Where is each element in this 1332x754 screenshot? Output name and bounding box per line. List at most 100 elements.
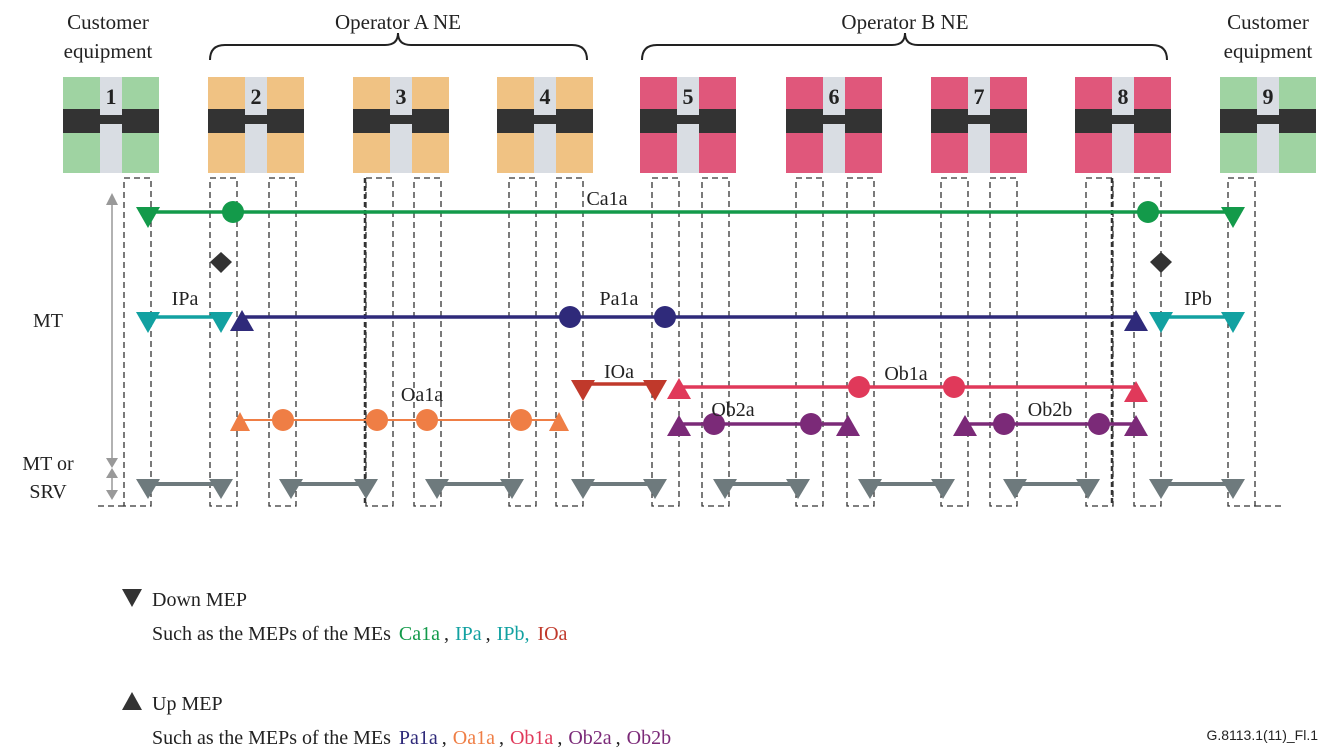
ipb-down-mep-left	[1149, 312, 1173, 333]
ne-number-3: 3	[396, 84, 407, 109]
dash-col	[209, 177, 238, 507]
srv-down-mep	[931, 479, 955, 499]
me-ipa: IPa	[136, 288, 233, 333]
srv-down-mep	[136, 479, 160, 499]
ne-slot-top	[245, 77, 267, 115]
figure-id: G.8113.1(11)_Fl.1	[1206, 727, 1318, 743]
srv-pair-1	[136, 479, 233, 499]
ne-slot-top	[534, 77, 556, 115]
srv-down-mep	[1076, 479, 1100, 499]
level-mt-or-srv-line2: SRV	[29, 481, 67, 503]
dash-col	[123, 177, 152, 507]
dash-col	[651, 177, 680, 507]
ipa-down-mep-left	[136, 312, 160, 333]
ipb-label: IPb	[1184, 288, 1212, 310]
dash-col	[1133, 177, 1162, 507]
ne-slot-top	[677, 77, 699, 115]
operator-b-heading: Operator B NE	[841, 10, 968, 34]
ioa-down-mep-left	[571, 380, 595, 401]
srv-down-mep	[1221, 479, 1245, 499]
ob1a-mip-left	[848, 376, 870, 398]
srv-down-mep	[425, 479, 449, 499]
dash-col	[701, 177, 730, 507]
dash-col	[989, 177, 1018, 507]
ne-number-5: 5	[683, 84, 694, 109]
ne-number-4: 4	[540, 84, 551, 109]
ob1a-up-mep-left	[667, 378, 691, 399]
level-axis-arrow-top	[106, 193, 118, 205]
dash-col	[508, 177, 537, 507]
srv-level-meps	[136, 479, 1245, 499]
operator-a-heading: Operator A NE	[335, 10, 461, 34]
legend-down-ioa: IOa	[537, 623, 567, 645]
dash-col	[413, 177, 442, 507]
oa1a-up-mep-right	[549, 412, 569, 431]
legend-up-title: Up MEP	[152, 693, 223, 715]
srv-down-mep	[500, 479, 524, 499]
dash-col	[795, 177, 824, 507]
me-ioa: IOa	[571, 361, 667, 401]
ob1a-label: Ob1a	[884, 363, 927, 385]
ne-box-1: 1	[63, 77, 159, 173]
pa1a-up-mep-right	[1124, 310, 1148, 331]
me-oa1a: Oa1a	[230, 384, 569, 431]
srv-pair-2	[279, 479, 378, 499]
oa1a-mip-3	[416, 409, 438, 431]
ipa-down-mep-right	[209, 312, 233, 333]
srv-down-mep	[279, 479, 303, 499]
customer-right-heading-line1: Customer	[1227, 10, 1309, 34]
ne-box-8: 8	[1075, 77, 1171, 173]
srv-down-mep	[1149, 479, 1173, 499]
ob2a-mip-left	[703, 413, 725, 435]
legend-down-prefix: Such as the MEPs of the MEs	[152, 623, 391, 645]
me-ipb: IPb	[1149, 288, 1245, 333]
pa1a-up-mep-left	[230, 310, 254, 331]
srv-pair-4	[571, 479, 667, 499]
operator-b-brace	[641, 32, 1168, 61]
mip-diamond-right	[1150, 252, 1172, 273]
ob2b-up-mep-right	[1124, 415, 1148, 436]
legend-up-ob2a: Ob2a	[568, 727, 611, 749]
ne-number-7: 7	[974, 84, 985, 109]
legend-down-mep-icon	[122, 589, 142, 607]
legend-up-ob1a: Ob1a	[510, 727, 553, 749]
srv-down-mep	[858, 479, 882, 499]
ne-slot-bottom	[677, 124, 699, 173]
ne-slot-bottom	[100, 124, 122, 173]
level-axis-arrow-mid2	[106, 468, 118, 478]
ca1a-down-mep-left	[136, 207, 160, 228]
ne-slot-bottom	[534, 124, 556, 173]
oa1a-mip-4	[510, 409, 532, 431]
ob2b-mip-left	[993, 413, 1015, 435]
ne-slot-bottom	[245, 124, 267, 173]
oa1a-mip-2	[366, 409, 388, 431]
srv-pair-6	[858, 479, 955, 499]
ob2a-mip-right	[800, 413, 822, 435]
ne-box-3: 3	[353, 77, 449, 173]
ne-slot-bottom	[390, 124, 412, 173]
pa1a-mip-right	[654, 306, 676, 328]
oa1a-mip-1	[272, 409, 294, 431]
oa1a-label: Oa1a	[401, 384, 443, 406]
customer-left-heading-line1: Customer	[67, 10, 149, 34]
srv-down-mep	[571, 479, 595, 499]
level-axis-arrow-bottom	[106, 490, 118, 500]
me-ob2b: Ob2b	[953, 399, 1148, 436]
ob2b-mip-right	[1088, 413, 1110, 435]
level-mt-or-srv-line1: MT or	[22, 453, 74, 475]
operator-a-brace	[209, 32, 588, 61]
srv-pair-3	[425, 479, 524, 499]
ob2b-label: Ob2b	[1028, 399, 1072, 421]
ne-slot-top	[100, 77, 122, 115]
dash-col	[1085, 177, 1114, 507]
level-axis-arrow-mid	[106, 458, 118, 468]
legend-up-sep3: ,	[557, 727, 562, 749]
ob1a-mip-right	[943, 376, 965, 398]
dash-col	[1227, 177, 1256, 507]
srv-down-mep	[354, 479, 378, 499]
ob2a-up-mep-left	[667, 415, 691, 436]
ioa-label: IOa	[604, 361, 634, 383]
ca1a-mip-right	[1137, 201, 1159, 223]
